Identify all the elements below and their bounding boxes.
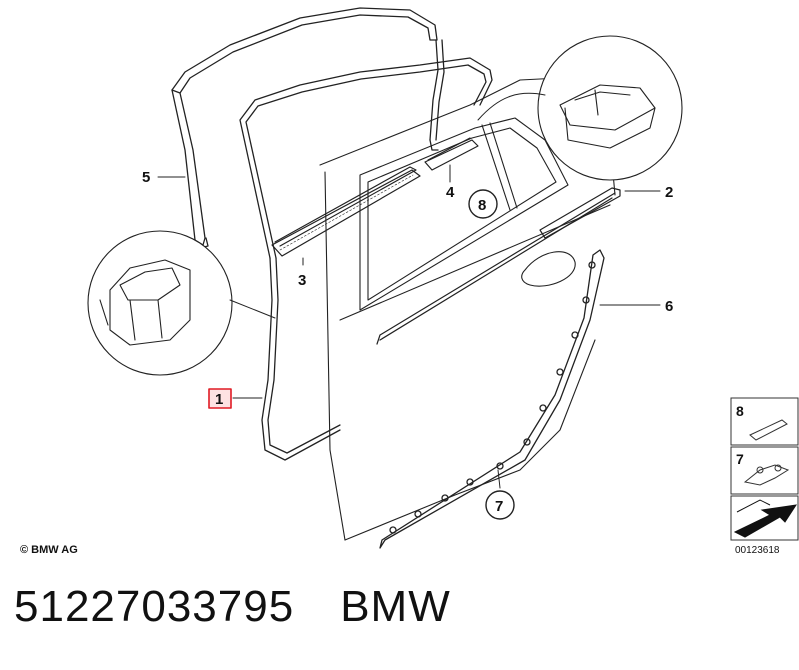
callout-label-6: 6 (665, 298, 673, 315)
part-5-frame-seal (171, 7, 445, 249)
footer: 51227033795 BMW (14, 582, 451, 632)
copyright-text: © BMW AG (20, 544, 78, 556)
detail-view-left (87, 230, 276, 376)
parts-diagram: 5 2 3 4 8 6 1 7 © BMW AG 8 7 00123618 (20, 7, 799, 556)
leader-lines (157, 164, 661, 489)
highlight-box-1 (208, 388, 232, 409)
callout-label-5: 5 (142, 169, 150, 186)
callout-label-8: 8 (478, 197, 486, 214)
callout-7-circle (485, 490, 515, 520)
legend-panel (730, 397, 799, 541)
legend-arrow-icon (733, 504, 798, 538)
callout-label-7: 7 (495, 498, 503, 515)
part-4-short-strip (424, 137, 479, 171)
callout-label-4: 4 (446, 184, 455, 201)
image-number: 00123618 (735, 545, 780, 556)
part-2-belt-molding (376, 187, 621, 345)
legend-label-7: 7 (736, 451, 744, 467)
part-1-door-seal (239, 57, 493, 461)
part-3-window-strip (271, 166, 421, 257)
part-6-lower-molding (379, 249, 605, 549)
callout-8-circle (468, 189, 498, 219)
detail-view-right (477, 35, 683, 181)
callout-label-1: 1 (215, 391, 223, 408)
legend-label-8: 8 (736, 403, 744, 419)
part-number: 51227033795 (14, 582, 295, 631)
callout-label-3: 3 (298, 272, 306, 289)
brand-name: BMW (340, 582, 451, 631)
callout-label-2: 2 (665, 184, 673, 201)
